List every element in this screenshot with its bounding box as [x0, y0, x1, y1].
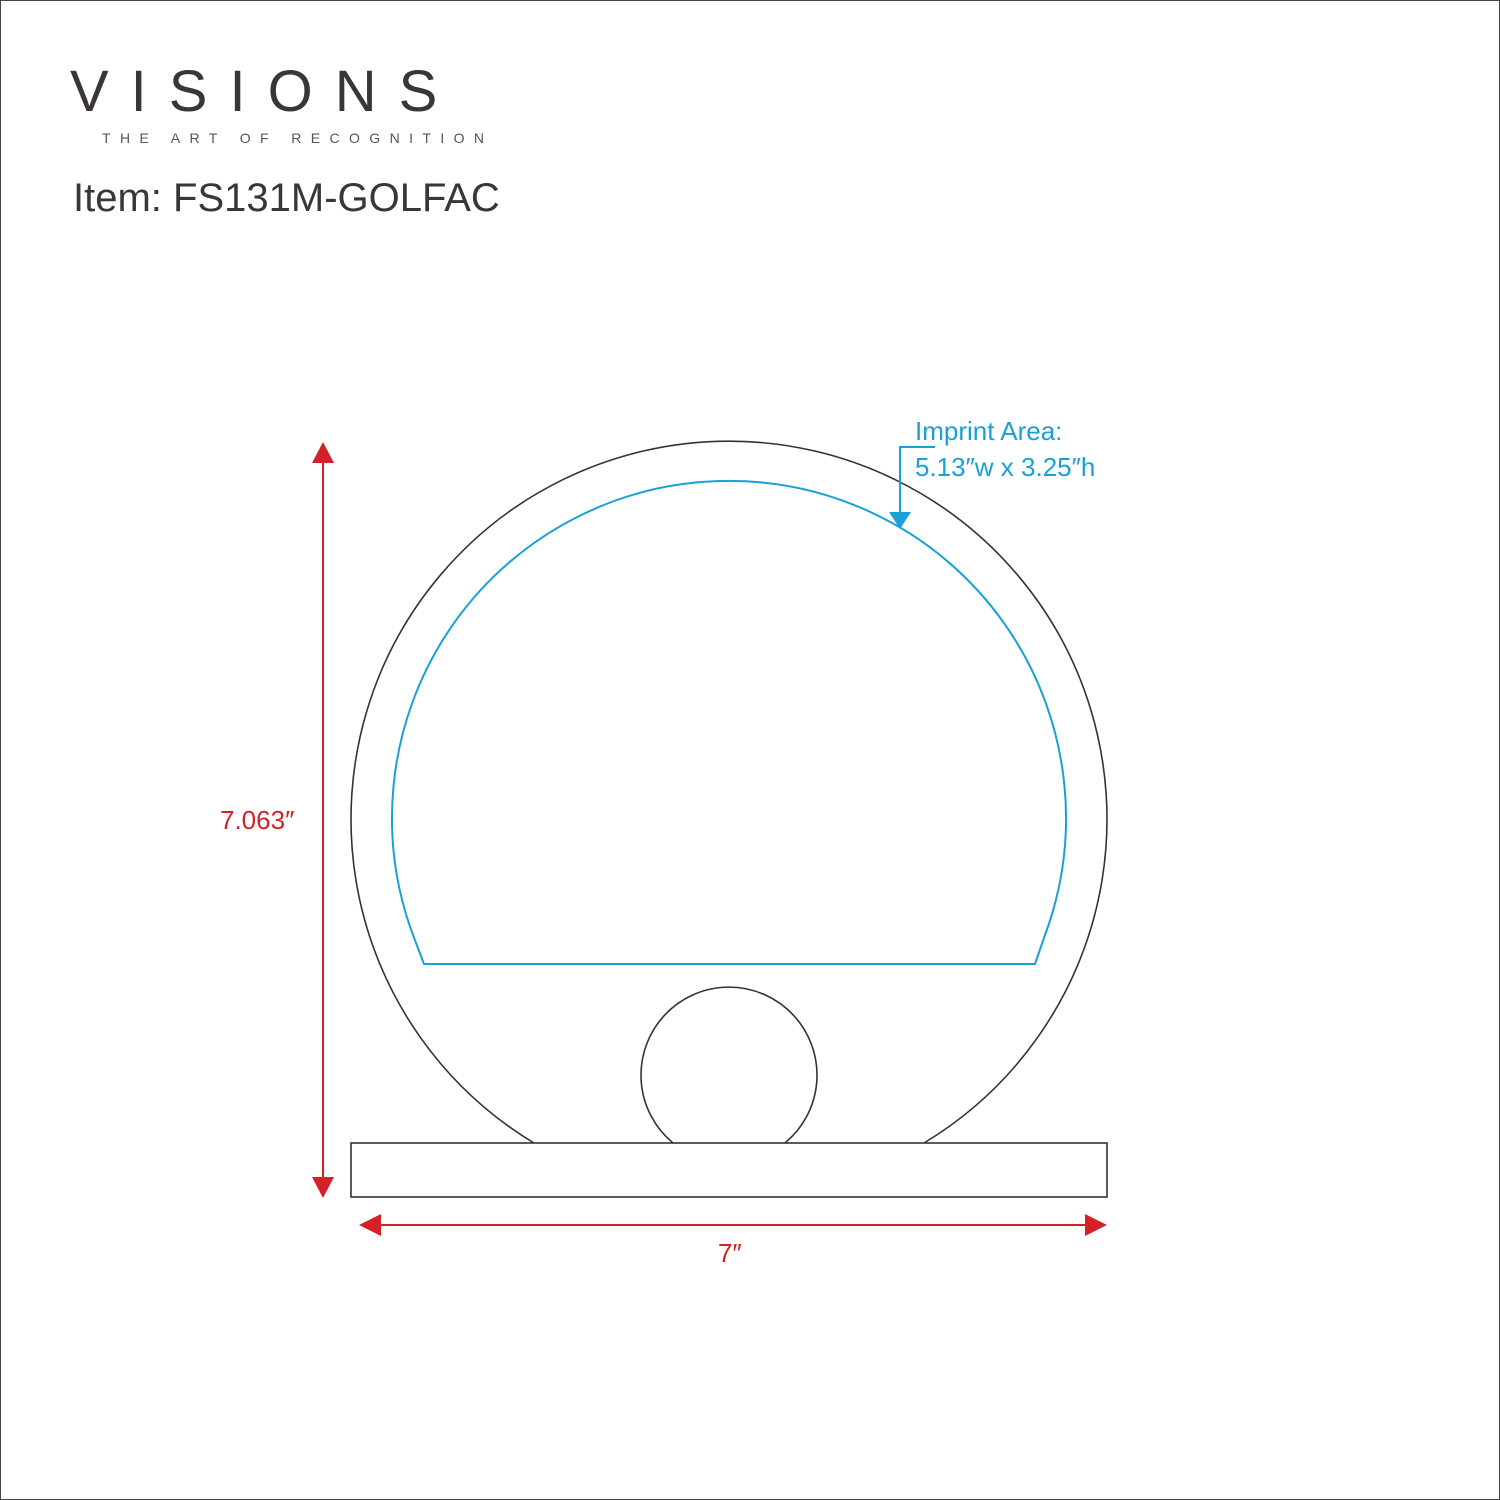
golf-ball-outline: [640, 986, 818, 1144]
imprint-title: Imprint Area:: [915, 416, 1062, 446]
arrow-up-icon: [312, 442, 334, 463]
height-label: 7.063″: [220, 805, 294, 835]
brand-logo: VISIONS: [70, 59, 460, 124]
base-outline: [350, 1142, 1108, 1198]
arrow-right-icon: [1085, 1214, 1107, 1236]
imprint-arrow-icon: [889, 512, 911, 529]
item-number: Item: FS131M-GOLFAC: [73, 176, 500, 220]
width-label: 7″: [718, 1238, 742, 1268]
imprint-size: 5.13″w x 3.25″h: [915, 452, 1095, 482]
brand-tagline: THE ART OF RECOGNITION: [102, 130, 494, 146]
outer-disc-outline: [350, 440, 1108, 1144]
arrow-left-icon: [359, 1214, 381, 1236]
imprint-leader-line: [899, 446, 935, 514]
arrow-down-icon: [312, 1177, 334, 1198]
imprint-area-outline: [391, 479, 1067, 965]
